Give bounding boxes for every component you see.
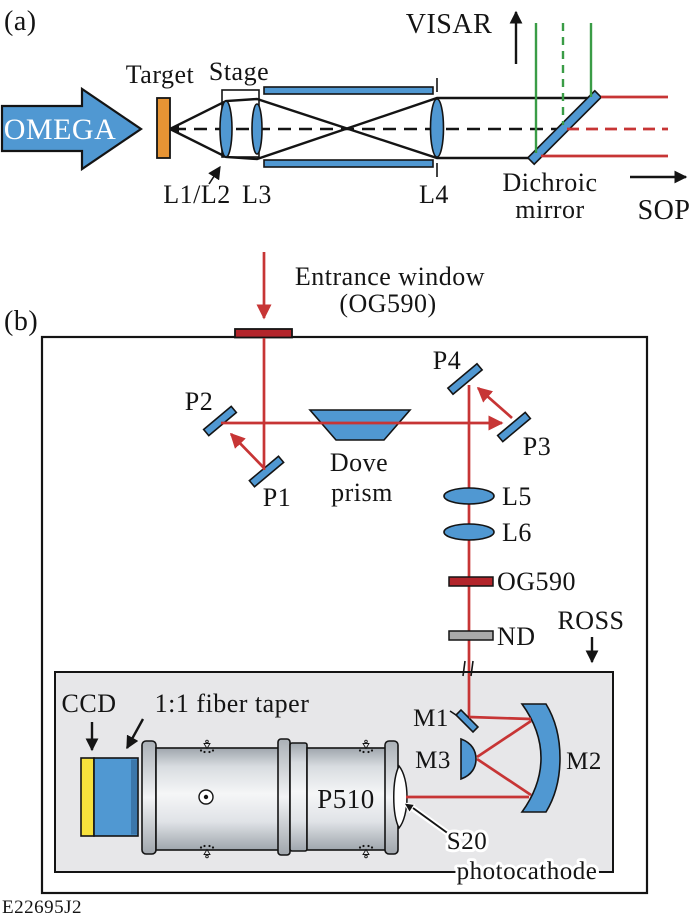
fiber-taper-block <box>93 757 139 837</box>
stage-label: Stage <box>209 57 269 86</box>
mirror-m1-label: M1 <box>413 705 449 732</box>
beam-ray-a <box>169 97 535 160</box>
mirror-p2-label: P2 <box>185 387 213 416</box>
mirror-p1-label: P1 <box>263 483 291 512</box>
lens-l4 <box>429 98 445 158</box>
tube-center-dot <box>203 794 209 800</box>
nd-filter <box>448 630 494 641</box>
tube-section-2 <box>306 747 387 851</box>
beam-m2-to-m3 <box>476 719 532 759</box>
lens-l6-label: L6 <box>502 518 532 547</box>
panel-a: (a) OMEGA Target Stage <box>0 6 691 226</box>
photocathode-label: photocathode <box>457 858 598 885</box>
mirror-m3 <box>460 737 477 781</box>
s20-arrowhead <box>403 802 416 814</box>
dichroic-label-line1: Dichroic <box>503 168 598 197</box>
ccd-label: CCD <box>62 689 117 718</box>
photocathode-element <box>393 764 408 830</box>
mirror-p4-label: P4 <box>433 346 461 375</box>
mirror-m2 <box>520 703 561 813</box>
lens-l1-l2 <box>219 100 233 158</box>
relay-tube-bottom <box>263 159 434 168</box>
fiber-taper-label: 1:1 fiber taper <box>155 689 310 718</box>
lens-l1-l2-pointer-arrow <box>208 165 221 185</box>
visar-label: VISAR <box>406 9 493 40</box>
mirror-p3-label: P3 <box>523 432 551 461</box>
target <box>156 97 171 159</box>
axis-arrowhead <box>170 125 179 133</box>
s20-pointer-arrow <box>412 807 454 838</box>
ross-label: ROSS <box>557 606 624 635</box>
relay-tube-top <box>263 86 434 95</box>
fiber-taper-pointer-arrow <box>125 718 145 750</box>
panel-a-tag: (a) <box>4 6 37 37</box>
lens-l3-label: L3 <box>242 180 272 209</box>
mirror-m3-label: M3 <box>415 747 451 774</box>
tube-collar-ring <box>277 738 291 856</box>
beam-p3-to-p4 <box>476 386 513 420</box>
panel-b: (b) Entrance window (OG590) Dove prism P… <box>4 252 649 895</box>
tube-collar-band <box>289 742 308 852</box>
figure-id: E22695J2 <box>2 897 82 917</box>
tube-flange-left <box>141 740 157 855</box>
og590-filter-label: OG590 <box>497 567 576 596</box>
beam-break-tick-2 <box>470 660 474 677</box>
lens-l5-label: L5 <box>502 482 532 511</box>
tube-section-1 <box>155 747 280 851</box>
nd-filter-label: ND <box>497 622 536 651</box>
lens-l4-label: L4 <box>419 180 449 209</box>
mirror-m2-label: M2 <box>566 748 602 775</box>
omega-beam-arrow <box>0 86 143 172</box>
lens-l5 <box>443 487 495 505</box>
entrance-window-label-line2: (OG590) <box>339 289 436 318</box>
beam-p1-to-p2 <box>229 432 265 469</box>
lens-l3 <box>251 103 263 155</box>
beam-ray-b <box>169 96 597 161</box>
panel-b-tag: (b) <box>4 306 38 337</box>
target-label: Target <box>126 60 195 89</box>
beam-break-tick-1 <box>462 660 466 677</box>
og590-filter <box>448 576 494 587</box>
p510-label: P510 <box>317 784 375 814</box>
sop-label: SOP <box>638 195 691 226</box>
dove-prism-label-line2: prism <box>331 478 393 507</box>
lens-l6 <box>443 523 495 541</box>
ccd-chip <box>80 757 95 837</box>
dichroic-label-line2: mirror <box>515 195 584 224</box>
beam-m3-to-m2 <box>476 757 532 797</box>
dichroic-mirror <box>526 89 603 166</box>
dove-prism <box>308 409 412 441</box>
omega-label: OMEGA <box>4 113 117 146</box>
entrance-window <box>234 328 293 339</box>
entrance-window-label-line1: Entrance window <box>295 262 485 291</box>
mirror-p4 <box>446 362 484 396</box>
dove-prism-label-line1: Dove <box>330 448 388 477</box>
lens-l1-l2-label: L1/L2 <box>163 180 231 209</box>
s20-label: S20 <box>447 828 487 855</box>
mirror-m1 <box>454 708 480 734</box>
beam-m1-to-m2 <box>468 715 532 721</box>
streak-camera: P510 <box>80 738 408 859</box>
fiber-taper-edge-shade <box>131 759 137 835</box>
mirror-p3 <box>496 411 532 443</box>
